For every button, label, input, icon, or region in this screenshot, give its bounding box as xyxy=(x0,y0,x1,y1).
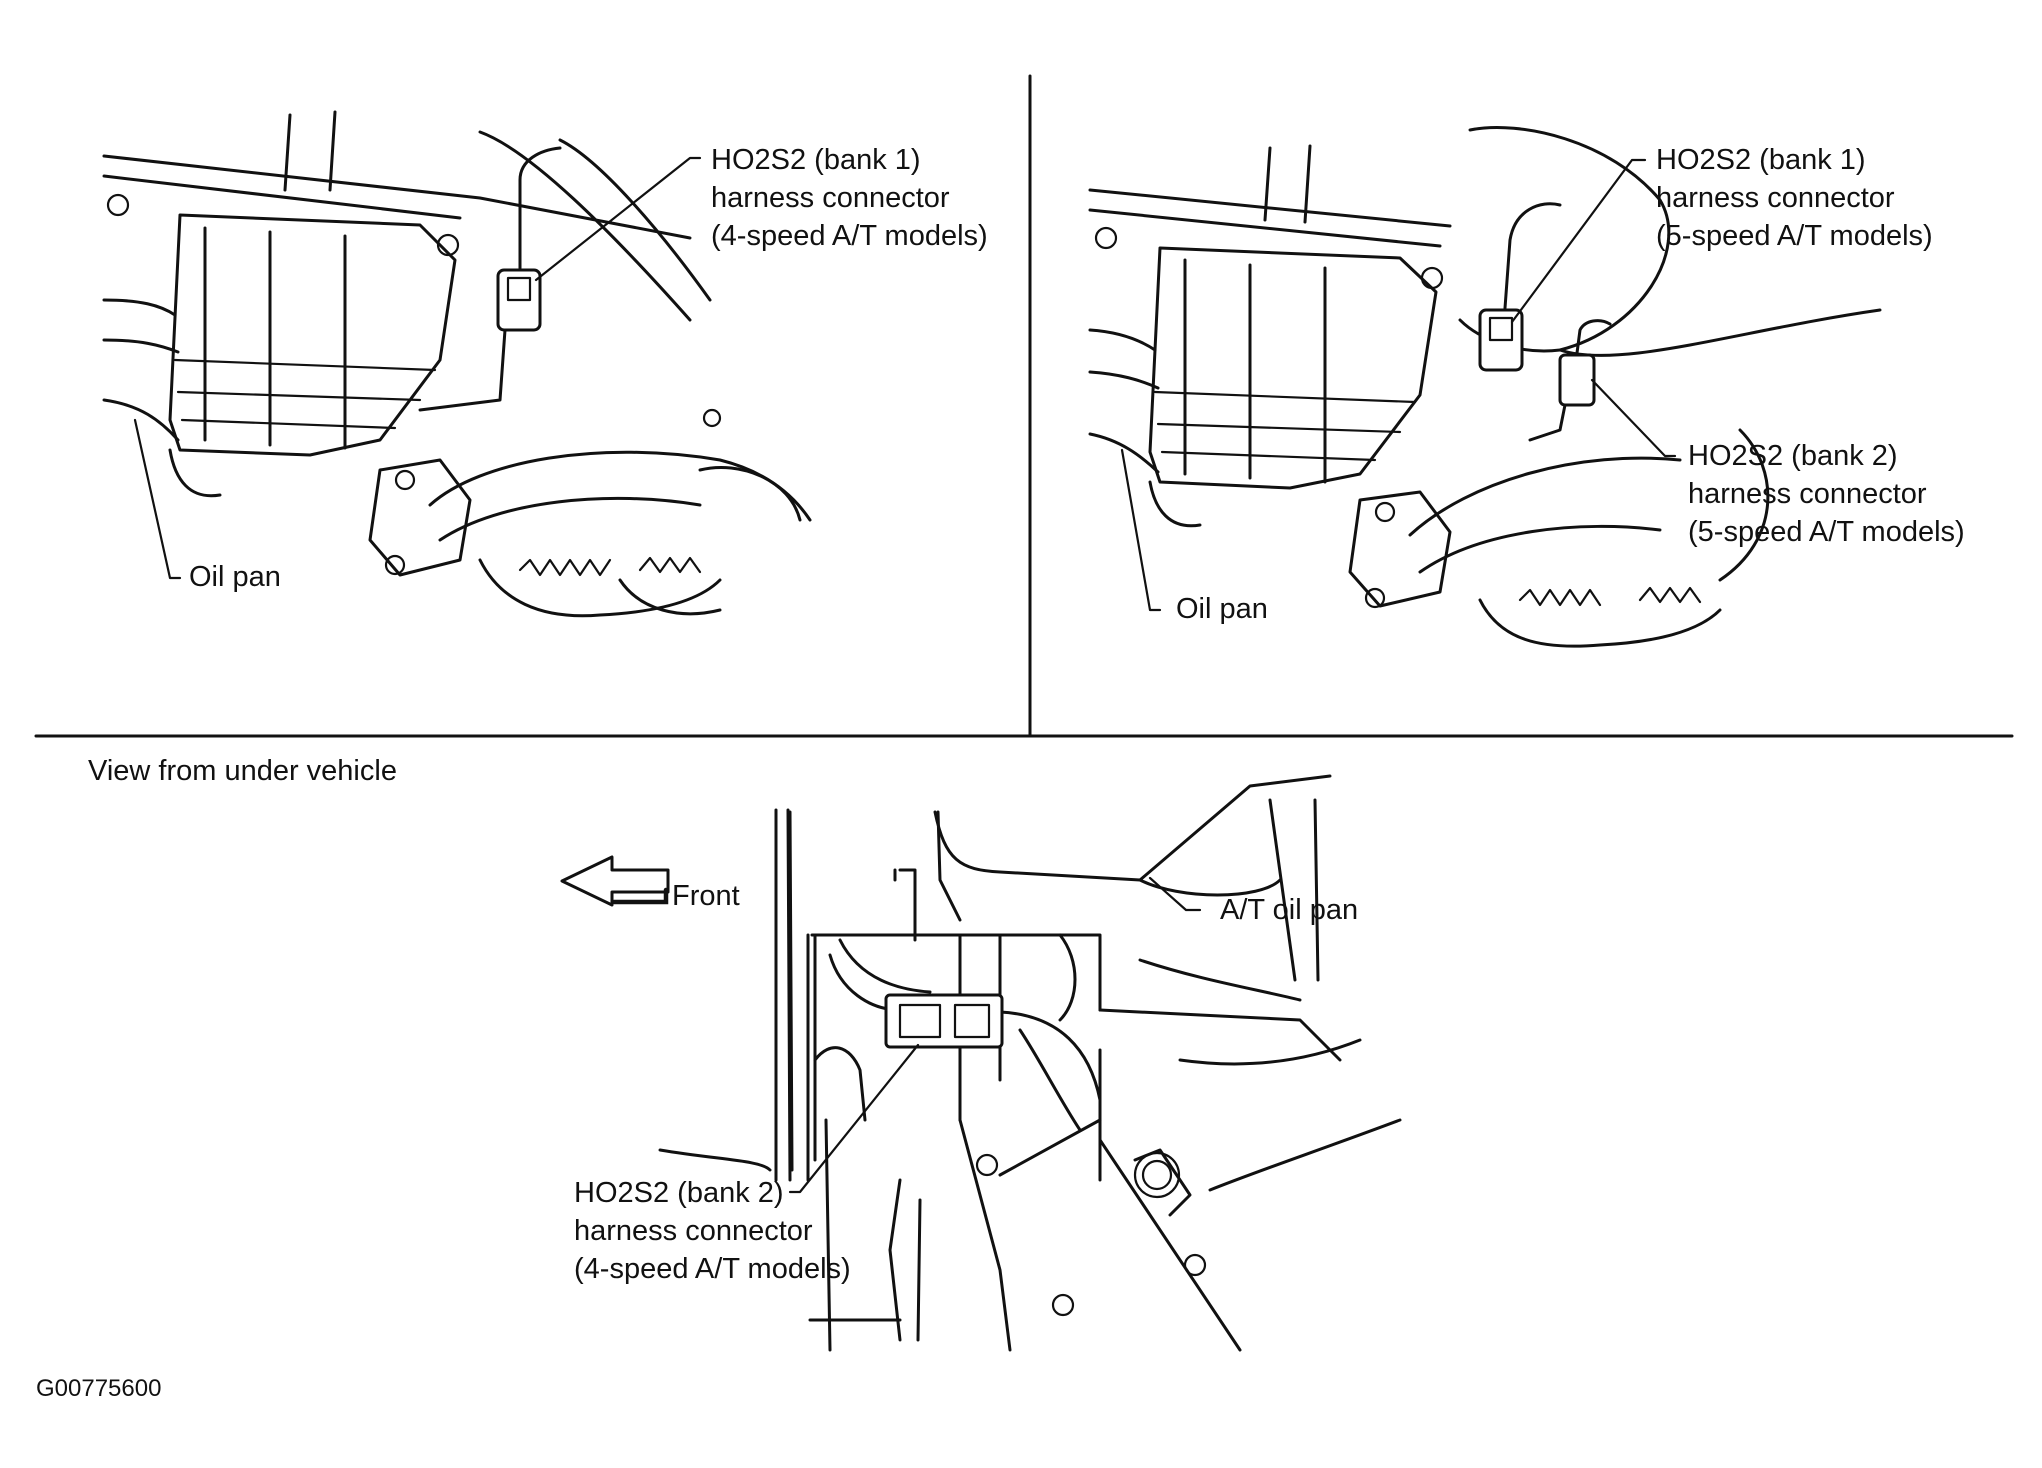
label-line: (5-speed A/T models) xyxy=(1688,516,1965,548)
at-oil-pan-label: A/T oil pan xyxy=(1220,891,1358,929)
label-line: HO2S2 (bank 1) xyxy=(1656,144,1866,176)
label-line: harness connector xyxy=(711,182,950,214)
label-line: (4-speed A/T models) xyxy=(574,1253,851,1285)
label-line: HO2S2 (bank 2) xyxy=(574,1177,784,1209)
view-caption: View from under vehicle xyxy=(88,752,397,790)
top-right-bank1-label: HO2S2 (bank 1) harness connector (5-spee… xyxy=(1656,141,1933,255)
label-line: harness connector xyxy=(1688,478,1927,510)
figure-code: G00775600 xyxy=(36,1370,161,1408)
label-line: View from under vehicle xyxy=(88,755,397,787)
bottom-connector-label: HO2S2 (bank 2) harness connector (4-spee… xyxy=(574,1174,851,1288)
label-line: A/T oil pan xyxy=(1220,894,1359,926)
label-line: harness connector xyxy=(574,1215,813,1247)
label-line: Oil pan xyxy=(189,561,281,593)
label-line: (5-speed A/T models) xyxy=(1656,220,1933,252)
label-line: harness connector xyxy=(1656,182,1895,214)
front-arrow-icon xyxy=(560,855,670,907)
top-right-engine-drawing xyxy=(1088,126,1882,648)
top-right-oil-pan-label: Oil pan xyxy=(1176,590,1268,628)
top-left-connector-label: HO2S2 (bank 1) harness connector (4-spee… xyxy=(711,141,988,255)
top-left-oil-pan-label: Oil pan xyxy=(189,558,281,596)
top-left-engine-drawing xyxy=(102,110,812,618)
label-line: G00775600 xyxy=(36,1375,162,1402)
label-line: HO2S2 (bank 2) xyxy=(1688,440,1898,472)
front-label: Front xyxy=(672,877,740,915)
bottom-transmission-drawing xyxy=(560,774,1402,1352)
label-line: HO2S2 (bank 1) xyxy=(711,144,921,176)
top-right-bank2-label: HO2S2 (bank 2) harness connector (5-spee… xyxy=(1688,437,1965,551)
label-line: Oil pan xyxy=(1176,593,1268,625)
label-line: Front xyxy=(672,880,740,912)
label-line: (4-speed A/T models) xyxy=(711,220,988,252)
